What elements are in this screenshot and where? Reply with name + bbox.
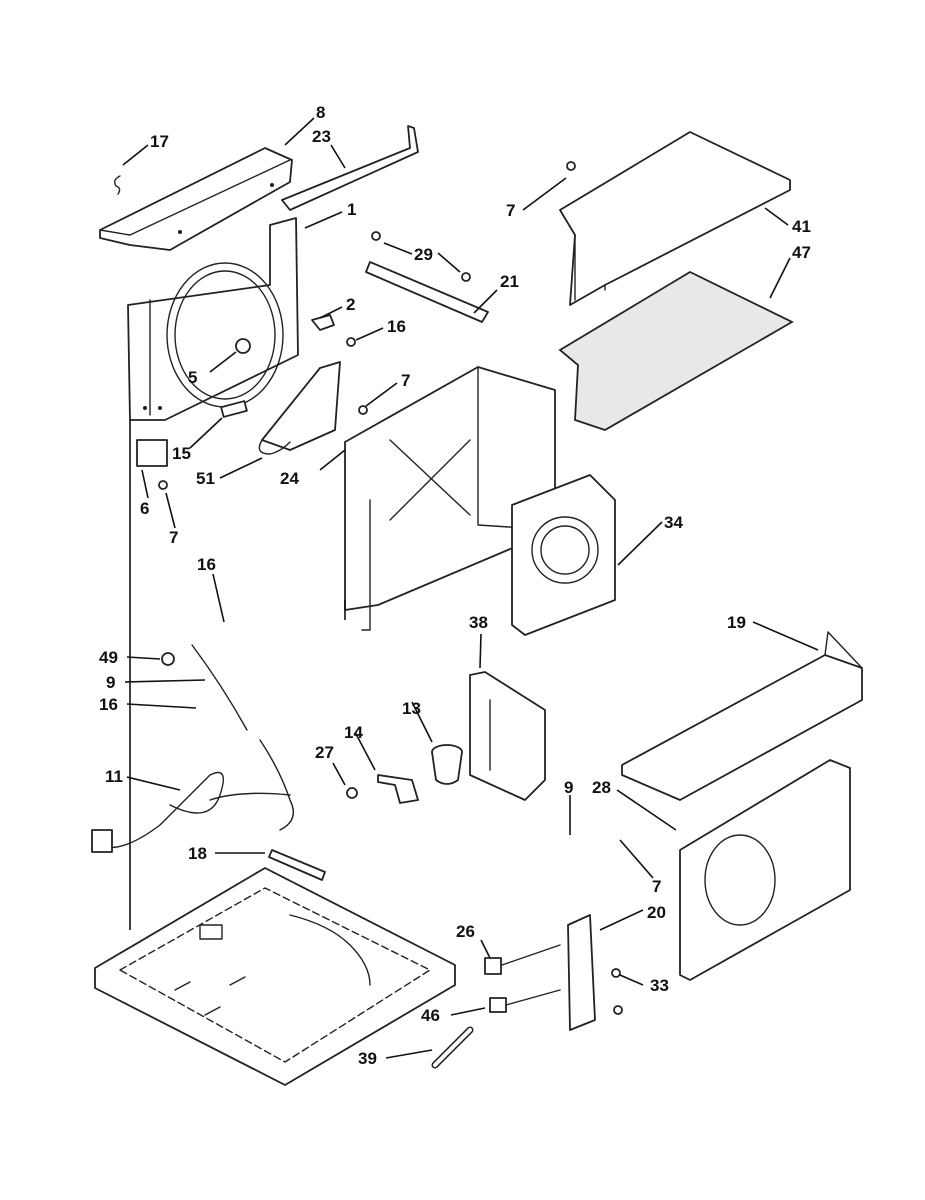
callout-28: 28 [592,778,611,797]
callout-20: 20 [647,903,666,922]
part-47-air-filter [558,270,794,431]
part-13-capacitor [431,744,463,785]
part-14-capacitor-strap [377,774,419,804]
screw-set [158,161,576,490]
callout-9a: 9 [106,673,115,692]
callout-7a: 7 [401,371,410,390]
part-49-nut [161,652,175,666]
part-38-control-bracket [469,671,546,801]
control-wires [501,944,561,1006]
part-6-plate [136,439,168,467]
part-34-blower-housing [511,474,616,636]
part-26-switch [484,957,502,975]
callout-2: 2 [346,295,355,314]
callout-9b: 9 [564,778,573,797]
callout-19: 19 [727,613,746,632]
part-46-relay [489,997,507,1013]
callout-39: 39 [358,1049,377,1068]
part-15-spacer [220,400,248,418]
part-23-seal-strip [281,125,419,211]
part-27-screw [346,787,358,799]
part-39-drain-tube [431,1026,474,1069]
callout-16b: 16 [197,555,216,574]
callout-41: 41 [792,217,811,236]
callout-14: 14 [344,723,363,742]
callout-23: 23 [312,127,331,146]
callout-51: 51 [196,469,215,488]
part-11-power-cord [91,739,294,853]
callout-11: 11 [105,767,123,786]
callout-49: 49 [99,648,118,667]
callout-6: 6 [140,499,149,518]
part-51-orifice-panel [258,361,341,455]
part-41-top-cover [559,131,791,306]
callout-33: 33 [650,976,669,995]
callout-7b: 7 [506,201,515,220]
callout-46: 46 [421,1006,440,1025]
callout-17: 17 [150,132,169,151]
part-28-condenser-shroud [679,759,851,981]
callout-7c: 7 [169,528,178,547]
part-17-clip [113,175,121,195]
base-pan [94,867,456,1086]
callout-26: 26 [456,922,475,941]
callout-1: 1 [347,200,356,219]
part-1-fan-shroud [127,217,299,421]
callout-5: 5 [188,368,197,387]
part-18-wire-tie [268,849,326,881]
callout-24: 24 [280,469,299,488]
callout-34: 34 [664,513,683,532]
part-9-ground-wire [191,644,248,731]
part-21-brace-bar [365,261,489,323]
callout-8: 8 [316,103,325,122]
callout-21: 21 [500,272,519,291]
leader-lines [122,117,819,1059]
callout-15: 15 [172,444,191,463]
part-8-top-rail [99,147,293,251]
part-19-rear-panel [621,631,863,801]
callout-27: 27 [315,743,334,762]
part-5-fan-nut [235,338,251,354]
callout-29: 29 [414,245,433,264]
callout-13: 13 [402,699,421,718]
callout-16a: 16 [387,317,406,336]
callout-47: 47 [792,243,811,262]
callout-16c: 16 [99,695,118,714]
callout-7d: 7 [652,877,661,896]
callout-38: 38 [469,613,488,632]
part-20-mount-plate [567,914,623,1031]
callout-18: 18 [188,844,207,863]
